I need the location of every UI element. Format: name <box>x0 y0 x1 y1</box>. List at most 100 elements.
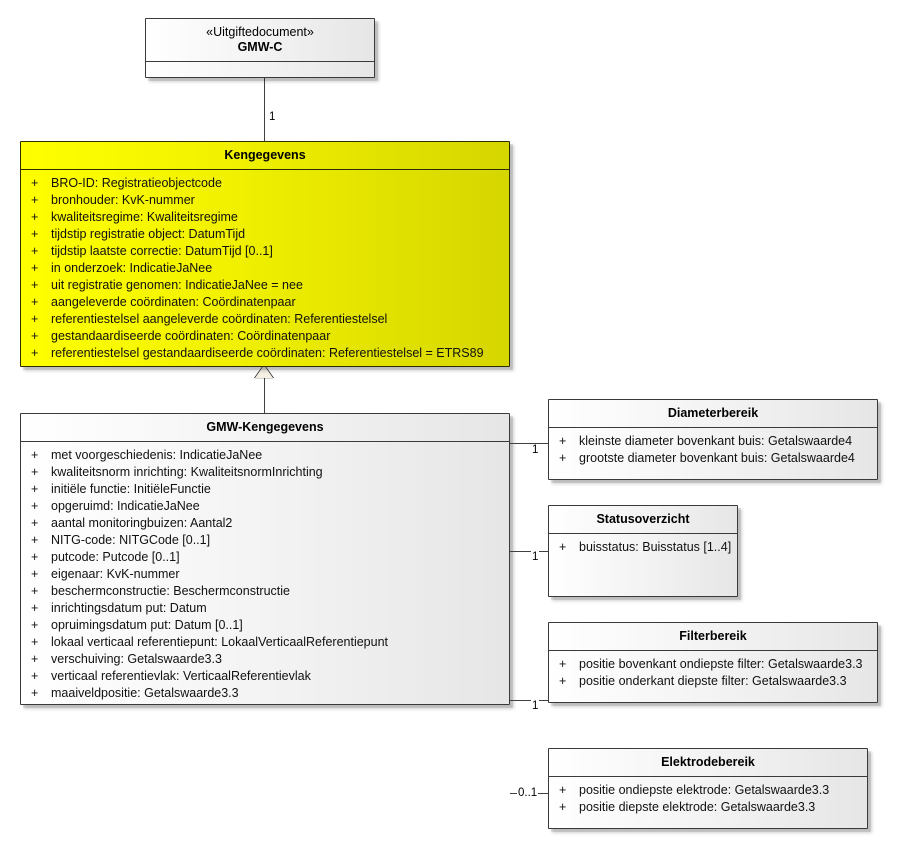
attribute-row: + initiële functie: InitiëleFunctie <box>27 481 503 498</box>
attribute-row: + in onderzoek: IndicatieJaNee <box>27 260 503 277</box>
attribute-row: + putcode: Putcode [0..1] <box>27 549 503 566</box>
attribute-row: + positie diepste elektrode: Getalswaard… <box>555 799 861 816</box>
attribute-visibility: + <box>31 261 39 275</box>
generalization-arrow-icon <box>255 365 273 378</box>
attribute-text: tijdstip laatste correctie: DatumTijd [0… <box>51 244 273 258</box>
attribute-text: beschermconstructie: Beschermconstructie <box>51 584 290 598</box>
attribute-row: + inrichtingsdatum put: Datum <box>27 600 503 617</box>
attribute-text: positie diepste elektrode: Getalswaarde3… <box>579 800 816 814</box>
class-gmw-kengegevens-attributes: + met voorgeschiedenis: IndicatieJaNee +… <box>21 442 509 708</box>
attribute-text: gestandaardiseerde coördinaten: Coördina… <box>51 329 331 343</box>
class-statusoverzicht-header: Statusoverzicht <box>549 506 737 534</box>
connector-generalization-line <box>264 378 265 413</box>
attribute-visibility: + <box>31 499 39 513</box>
class-gmw-kengegevens[interactable]: GMW-Kengegevens + met voorgeschiedenis: … <box>20 413 510 705</box>
attribute-text: verschuiving: Getalswaarde3.3 <box>51 652 222 666</box>
attribute-visibility: + <box>31 601 39 615</box>
attribute-text: BRO-ID: Registratieobjectcode <box>51 176 222 190</box>
class-elektrodebereik[interactable]: Elektrodebereik + positie ondiepste elek… <box>548 748 868 829</box>
class-gmw-c-name: GMW-C <box>237 40 283 54</box>
attribute-text: opruimingsdatum put: Datum [0..1] <box>51 618 243 632</box>
connector-gmw-filterbereik <box>510 700 548 701</box>
attribute-visibility: + <box>31 244 39 258</box>
attribute-visibility: + <box>559 540 567 554</box>
attribute-row: + positie bovenkant ondiepste filter: Ge… <box>555 656 871 673</box>
class-kengegevens-name: Kengegevens <box>224 148 306 162</box>
attribute-row: + verschuiving: Getalswaarde3.3 <box>27 651 503 668</box>
multiplicity-filterbereik: 1 <box>531 700 540 713</box>
attribute-row: + opruimingsdatum put: Datum [0..1] <box>27 617 503 634</box>
attribute-visibility: + <box>31 227 39 241</box>
attribute-row: + positie onderkant diepste filter: Geta… <box>555 673 871 690</box>
attribute-visibility: + <box>31 210 39 224</box>
attribute-text: aantal monitoringbuizen: Aantal2 <box>51 516 233 530</box>
class-filterbereik-header: Filterbereik <box>549 623 877 651</box>
attribute-text: grootste diameter bovenkant buis: Getals… <box>579 451 855 465</box>
class-kengegevens[interactable]: Kengegevens + BRO-ID: Registratieobjectc… <box>20 141 510 367</box>
class-filterbereik[interactable]: Filterbereik + positie bovenkant ondieps… <box>548 622 878 703</box>
attribute-visibility: + <box>559 434 567 448</box>
attribute-visibility: + <box>31 465 39 479</box>
attribute-visibility: + <box>31 550 39 564</box>
class-diameterbereik-header: Diameterbereik <box>549 400 877 428</box>
attribute-row: + tijdstip registratie object: DatumTijd <box>27 226 503 243</box>
attribute-visibility: + <box>559 783 567 797</box>
attribute-text: eigenaar: KvK-nummer <box>51 567 180 581</box>
class-elektrodebereik-attributes: + positie ondiepste elektrode: Getalswaa… <box>549 777 867 822</box>
attribute-visibility: + <box>31 346 39 360</box>
attribute-visibility: + <box>31 176 39 190</box>
attribute-text: buisstatus: Buisstatus [1..4] <box>579 540 732 554</box>
attribute-text: opgeruimd: IndicatieJaNee <box>51 499 200 513</box>
attribute-row: + aantal monitoringbuizen: Aantal2 <box>27 515 503 532</box>
attribute-row: + kwaliteitsregime: Kwaliteitsregime <box>27 209 503 226</box>
attribute-row: + NITG-code: NITGCode [0..1] <box>27 532 503 549</box>
attribute-row: + BRO-ID: Registratieobjectcode <box>27 175 503 192</box>
attribute-row: + gestandaardiseerde coördinaten: Coördi… <box>27 328 503 345</box>
attribute-visibility: + <box>31 618 39 632</box>
attribute-row: + kwaliteitsnorm inrichting: Kwaliteitsn… <box>27 464 503 481</box>
attribute-row: + maaiveldpositie: Getalswaarde3.3 <box>27 685 503 702</box>
attribute-row: + positie ondiepste elektrode: Getalswaa… <box>555 782 861 799</box>
attribute-visibility: + <box>31 295 39 309</box>
attribute-text: tijdstip registratie object: DatumTijd <box>51 227 246 241</box>
attribute-visibility: + <box>31 669 39 683</box>
attribute-row: + uit registratie genomen: IndicatieJaNe… <box>27 277 503 294</box>
class-diameterbereik-name: Diameterbereik <box>667 406 759 420</box>
attribute-text: lokaal verticaal referentiepunt: LokaalV… <box>51 635 389 649</box>
class-statusoverzicht[interactable]: Statusoverzicht + buisstatus: Buisstatus… <box>548 505 738 597</box>
attribute-row: + grootste diameter bovenkant buis: Geta… <box>555 450 871 467</box>
class-kengegevens-attributes: + BRO-ID: Registratieobjectcode + bronho… <box>21 170 509 368</box>
class-diameterbereik-attributes: + kleinste diameter bovenkant buis: Geta… <box>549 428 877 473</box>
class-filterbereik-attributes: + positie bovenkant ondiepste filter: Ge… <box>549 651 877 696</box>
class-diameterbereik[interactable]: Diameterbereik + kleinste diameter boven… <box>548 399 878 480</box>
attribute-text: referentiestelsel gestandaardiseerde coö… <box>51 346 484 360</box>
attribute-row: + lokaal verticaal referentiepunt: Lokaa… <box>27 634 503 651</box>
attribute-row: + eigenaar: KvK-nummer <box>27 566 503 583</box>
class-kengegevens-header: Kengegevens <box>21 142 509 170</box>
attribute-visibility: + <box>31 584 39 598</box>
attribute-visibility: + <box>31 329 39 343</box>
attribute-text: bronhouder: KvK-nummer <box>51 193 195 207</box>
multiplicity-statusoverzicht: 1 <box>531 551 540 564</box>
multiplicity-document-kengegevens: 1 <box>268 111 277 124</box>
class-gmw-c[interactable]: «Uitgiftedocument» GMW-C <box>145 18 375 78</box>
class-statusoverzicht-attributes: + buisstatus: Buisstatus [1..4] <box>549 534 737 562</box>
attribute-visibility: + <box>31 635 39 649</box>
attribute-text: positie bovenkant ondiepste filter: Geta… <box>579 657 863 671</box>
attribute-visibility: + <box>31 278 39 292</box>
class-elektrodebereik-name: Elektrodebereik <box>661 755 755 769</box>
attribute-visibility: + <box>31 312 39 326</box>
attribute-text: positie onderkant diepste filter: Getals… <box>579 674 847 688</box>
attribute-text: NITG-code: NITGCode [0..1] <box>51 533 211 547</box>
class-gmw-kengegevens-header: GMW-Kengegevens <box>21 414 509 442</box>
attribute-row: + buisstatus: Buisstatus [1..4] <box>555 539 731 556</box>
connector-gmw-statusoverzicht <box>510 551 548 552</box>
attribute-row: + beschermconstructie: Beschermconstruct… <box>27 583 503 600</box>
attribute-text: kleinste diameter bovenkant buis: Getals… <box>579 434 853 448</box>
attribute-row: + tijdstip laatste correctie: DatumTijd … <box>27 243 503 260</box>
attribute-text: positie ondiepste elektrode: Getalswaard… <box>579 783 830 797</box>
attribute-visibility: + <box>31 516 39 530</box>
attribute-text: in onderzoek: IndicatieJaNee <box>51 261 213 275</box>
class-elektrodebereik-header: Elektrodebereik <box>549 749 867 777</box>
attribute-visibility: + <box>31 448 39 462</box>
